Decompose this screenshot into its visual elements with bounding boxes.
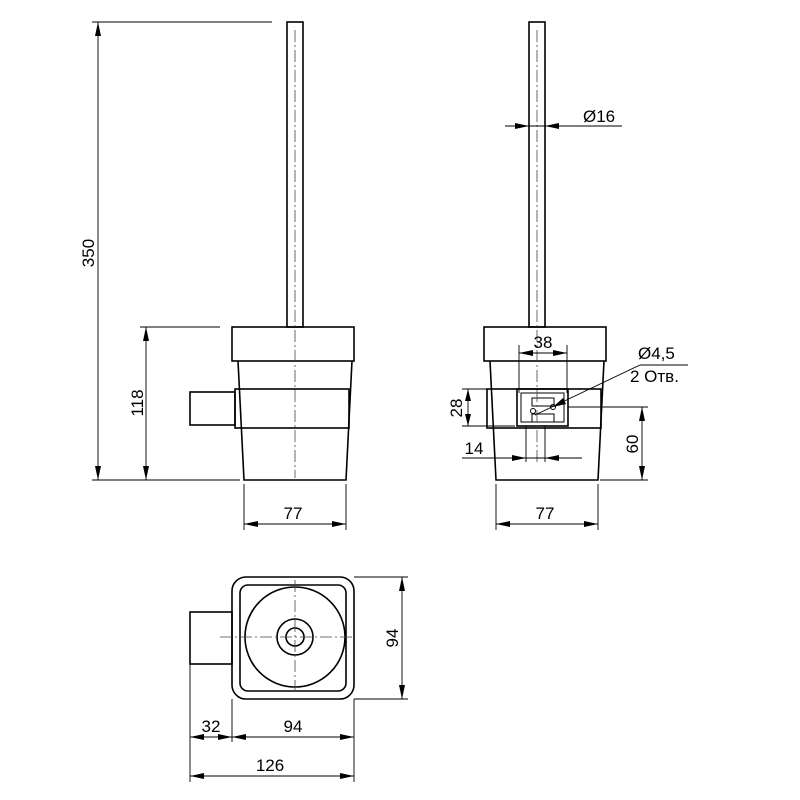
side-lid [483,326,607,362]
arrow [244,521,258,527]
dim-plan-depth: 94 [383,629,402,648]
arrow [143,327,149,341]
mounting-tab [531,413,555,423]
arrow [95,466,101,480]
arrow [584,521,598,527]
arrow [465,389,471,401]
top-outer-square [231,576,355,700]
arrow [218,734,232,740]
arrow [190,734,204,740]
side-view: Ø16 38 Ø4,5 2 Отв. 28 14 60 [447,21,688,530]
dim-bracket-depth: 32 [202,717,221,736]
top-inner-square [239,584,347,692]
dim-width-side: 77 [536,504,555,523]
side-cup [489,360,605,481]
dim-mount-spacing: 38 [534,333,553,352]
dim-bracket-offset: 14 [465,439,484,458]
arrow [332,521,346,527]
dim-height-total: 350 [79,239,98,267]
mounting-plate-inner [520,392,565,423]
top-view: 94 32 94 126 [189,576,408,782]
dim-plan-width: 94 [284,717,303,736]
mounting-slot [531,397,555,407]
dim-hole-count: 2 Отв. [630,367,679,386]
arrow [639,407,645,421]
arrow [639,466,645,480]
arrow [190,773,204,779]
arrow [545,123,559,129]
front-wall-bracket [189,391,236,426]
top-bracket [189,611,233,665]
mounting-plate-outer [516,388,569,427]
arrow [340,734,354,740]
arrow [232,734,246,740]
dim-bracket-height: 28 [447,399,466,418]
dim-mount-height: 60 [623,435,642,454]
dim-height-holder: 118 [128,389,147,416]
arrow [496,521,510,527]
arrow [545,455,559,461]
arrow [340,773,354,779]
arrow [399,577,405,591]
arrow [399,685,405,699]
mount-hole-1 [530,408,536,414]
front-band [234,388,350,429]
arrow [553,350,567,356]
dim-rod-diameter: Ø16 [583,107,615,126]
mount-hole-2 [550,404,556,410]
dim-hole-diameter: Ø4,5 [638,344,675,363]
arrow [553,398,566,407]
dim-overall-length: 126 [256,756,284,775]
front-lid [231,326,355,362]
arrow [143,466,149,480]
arrow [465,414,471,426]
front-view: 350 118 77 [79,21,355,530]
arrow [95,22,101,36]
arrow [519,350,533,356]
arrow [515,123,529,129]
arrow [512,455,526,461]
dim-width-front: 77 [284,504,303,523]
leader-d45 [534,364,641,416]
